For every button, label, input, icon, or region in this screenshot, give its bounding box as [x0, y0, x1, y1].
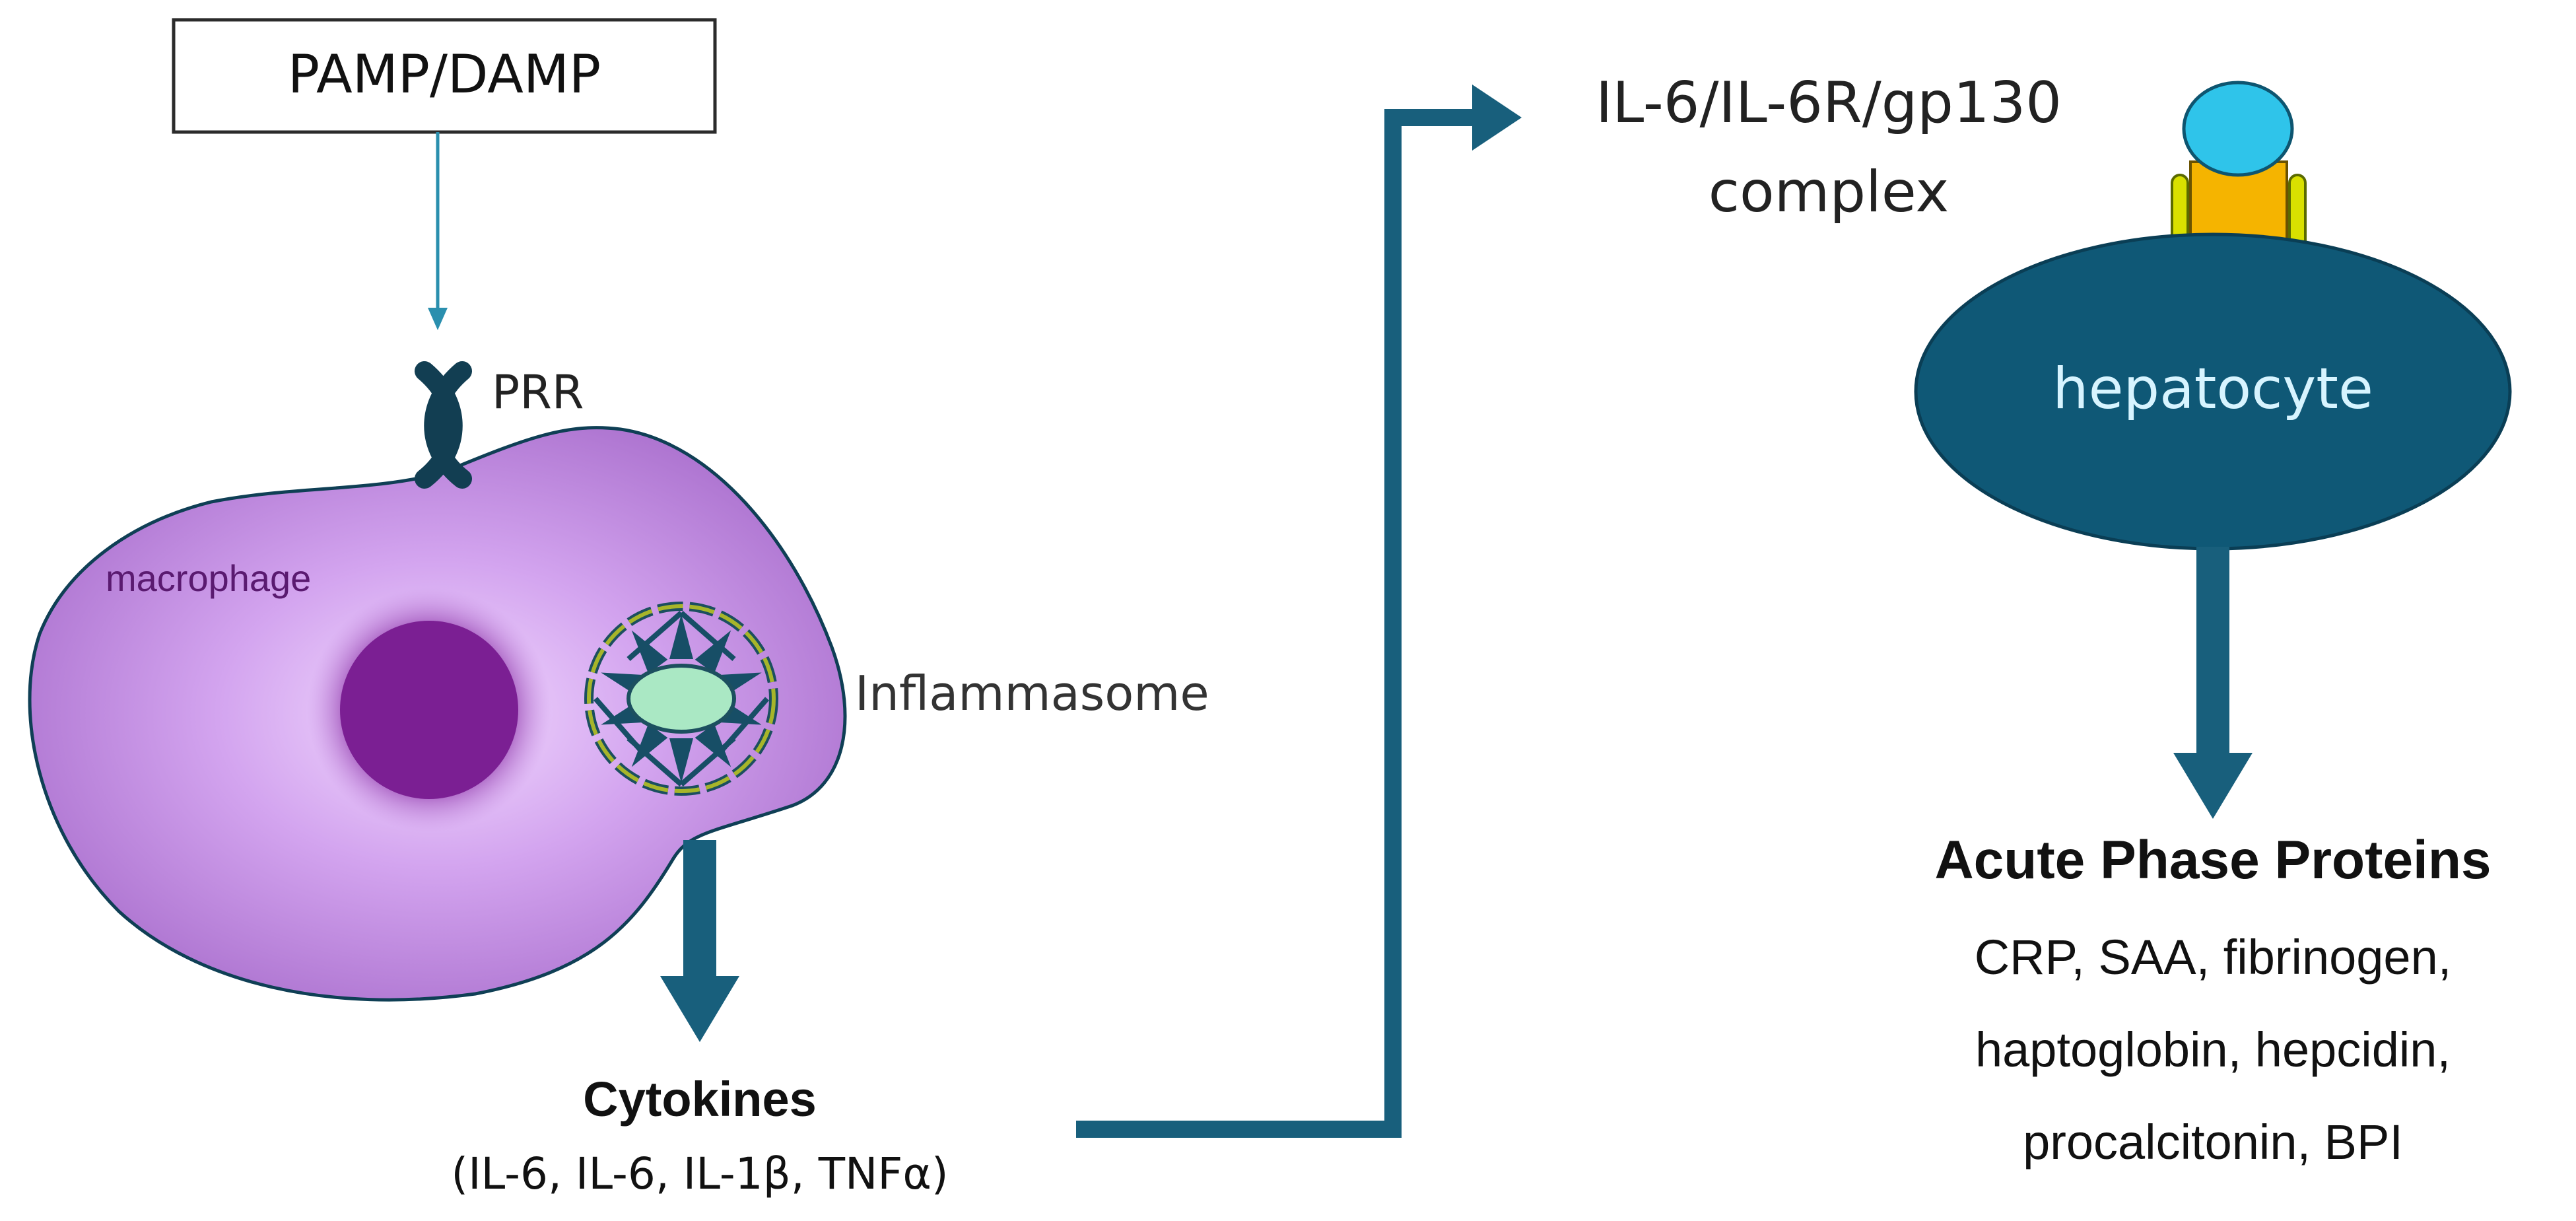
- acute-phase-line-1: CRP, SAA, fibrinogen,: [1975, 930, 2452, 985]
- acute-phase-line-3: procalcitonin, BPI: [2023, 1115, 2403, 1169]
- cytokine-release-arrow: [660, 840, 739, 1042]
- complex-label-line2: complex: [1709, 159, 1949, 225]
- cytokines-title: Cytokines: [583, 1072, 817, 1127]
- prr-label: PRR: [492, 365, 584, 419]
- acute-phase-arrow: [2173, 547, 2253, 819]
- complex-label-line1: IL-6/IL-6R/gp130: [1596, 70, 2062, 136]
- pamp-damp-label: PAMP/DAMP: [288, 44, 601, 105]
- prr-receptor-icon: [415, 361, 472, 489]
- nucleus-core: [340, 621, 518, 799]
- cytokines-list: (IL-6, IL-6, IL-1β, TNFα): [451, 1148, 948, 1199]
- inflammasome-icon: [584, 602, 778, 796]
- inflammasome-label: Inflammasome: [855, 666, 1209, 721]
- signal-connector-arrow: [1076, 85, 1522, 1138]
- acute-phase-title: Acute Phase Proteins: [1934, 830, 2491, 890]
- acute-phase-line-2: haptoglobin, hepcidin,: [1975, 1022, 2451, 1077]
- macrophage-label: macrophage: [106, 557, 311, 599]
- hepatocyte-label: hepatocyte: [2052, 356, 2373, 422]
- thin-arrow: [428, 132, 448, 330]
- pamp-damp-box: PAMP/DAMP: [172, 18, 717, 134]
